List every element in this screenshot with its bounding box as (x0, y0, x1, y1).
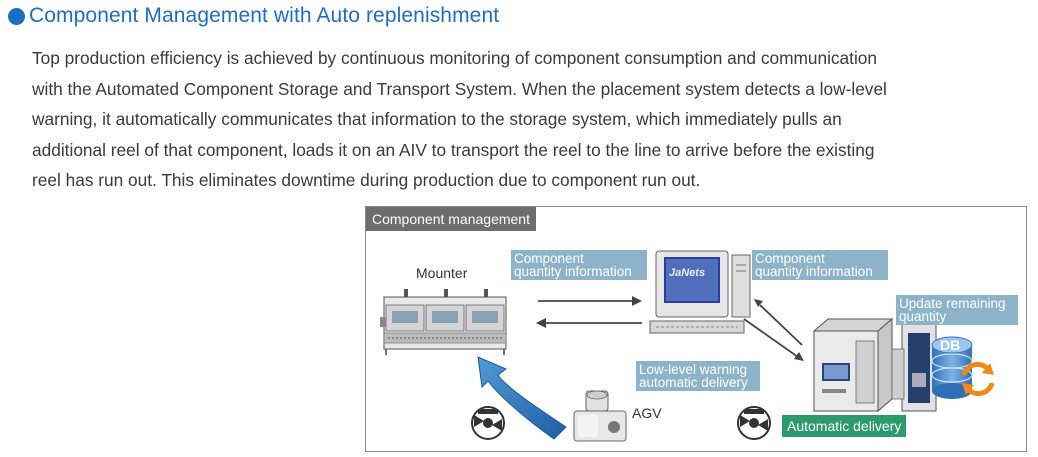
diagram-header: Component management (366, 207, 536, 231)
automatic-delivery-tag: Automatic delivery (782, 415, 907, 437)
diagram-artwork (380, 250, 995, 442)
bullet-dot-icon (8, 7, 25, 25)
update-quantity-tag: Update remaining quantity (896, 295, 1018, 325)
agv-icon (573, 390, 627, 442)
db-label: DB (940, 337, 961, 353)
reel-icon (737, 406, 771, 440)
paragraph-line: additional reel of that component, loads… (32, 139, 875, 160)
bidirectional-arrows-right (743, 299, 804, 361)
description-paragraph: Top production efficiency is achieved by… (32, 43, 1022, 196)
delivery-arrow-icon (477, 356, 567, 440)
storage-system-icon (812, 317, 937, 413)
component-quantity-tag-right: Component quantity information (752, 250, 888, 280)
paragraph-line: Top production efficiency is achieved by… (32, 48, 878, 68)
section-heading: Component Management with Auto replenish… (8, 2, 499, 30)
bidirectional-arrows-left (536, 296, 642, 328)
screen-logo: JaNets (669, 267, 706, 279)
refresh-icon (961, 361, 995, 397)
component-management-diagram: Component management Mounter AGV JaNets … (365, 206, 1027, 452)
agv-label: AGV (632, 405, 662, 421)
section-title: Component Management with Auto replenish… (29, 4, 500, 27)
low-level-warning-tag: Low-level warning automatic delivery (636, 361, 760, 391)
computer-icon (649, 250, 751, 334)
reel-icon (471, 406, 505, 440)
paragraph-line: warning, it automatically communicates t… (32, 109, 842, 129)
paragraph-line: with the Automated Component Storage and… (32, 78, 887, 99)
mounter-machines-icon (380, 289, 507, 355)
component-quantity-tag-left: Component quantity information (511, 250, 647, 280)
paragraph-line: reel has run out. This eliminates downti… (32, 170, 701, 190)
mounter-label: Mounter (416, 265, 468, 281)
